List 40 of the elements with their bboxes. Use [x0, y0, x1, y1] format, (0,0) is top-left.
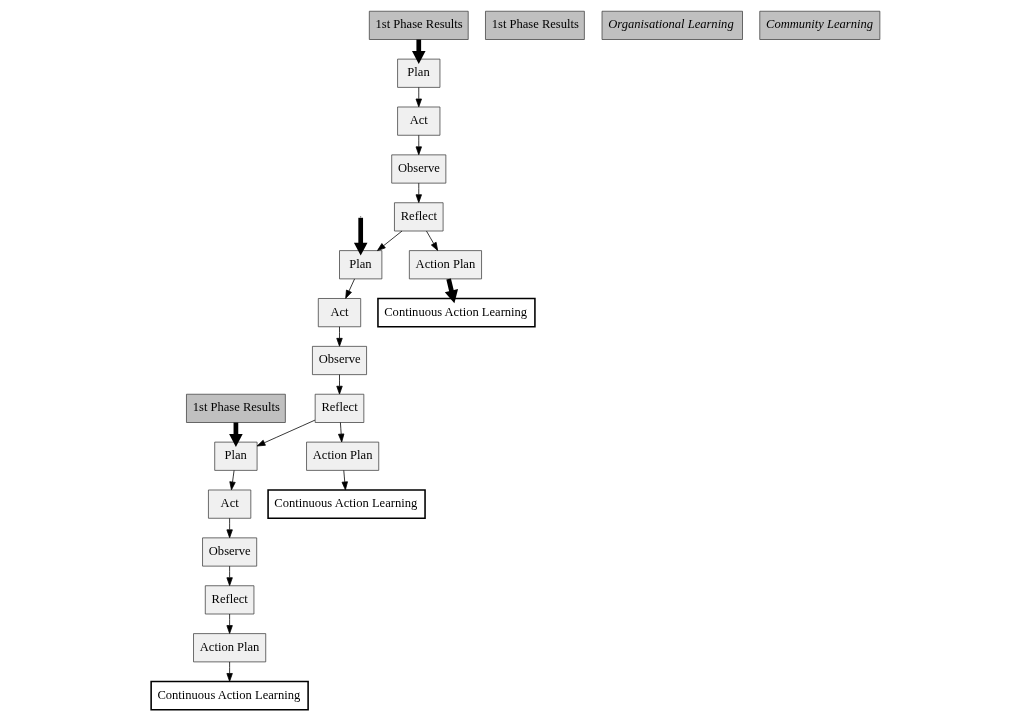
arrow [229, 470, 236, 491]
arrow [415, 134, 422, 156]
node-box: Observe [312, 346, 367, 375]
arrow [415, 87, 422, 108]
node-box: Organisational Learning [601, 10, 743, 40]
node-box: Action Plan [408, 250, 482, 280]
arrow [226, 661, 233, 682]
arrow [226, 565, 233, 586]
node-box: Reflect [394, 202, 444, 232]
arrow [345, 278, 355, 299]
node-box: Community Learning [759, 10, 881, 40]
node-box: Plan [397, 58, 441, 88]
node-box: Act [208, 489, 252, 519]
node-box: Action Plan [193, 633, 267, 663]
arrow [415, 182, 422, 203]
arrow [256, 419, 316, 447]
arrow [426, 230, 439, 251]
node-box: 1st Phase Results [368, 10, 469, 40]
arrow [336, 374, 343, 395]
node-box: Observe [202, 537, 258, 567]
node-box: Reflect [314, 393, 365, 423]
arrow [353, 217, 368, 256]
node-box: Continuous Action Learning [267, 489, 426, 520]
arrow [226, 613, 233, 634]
node-box: Act [317, 298, 362, 328]
node-box: Plan [214, 441, 258, 471]
node-box: 1st Phase Results [485, 10, 585, 40]
node-box: Continuous Action Learning [377, 297, 536, 328]
node-box: 1st Phase Results [186, 393, 286, 423]
node-box: Action Plan [306, 441, 380, 471]
arrow [377, 230, 403, 251]
node-box: Plan [339, 250, 383, 280]
node-box: Continuous Action Learning [150, 680, 309, 711]
arrow [338, 422, 345, 443]
node-box: Act [397, 106, 441, 136]
node-box: Observe [391, 154, 447, 184]
arrow [336, 326, 343, 347]
arrow [226, 517, 233, 539]
arrow [341, 470, 348, 491]
node-box: Reflect [204, 585, 255, 615]
